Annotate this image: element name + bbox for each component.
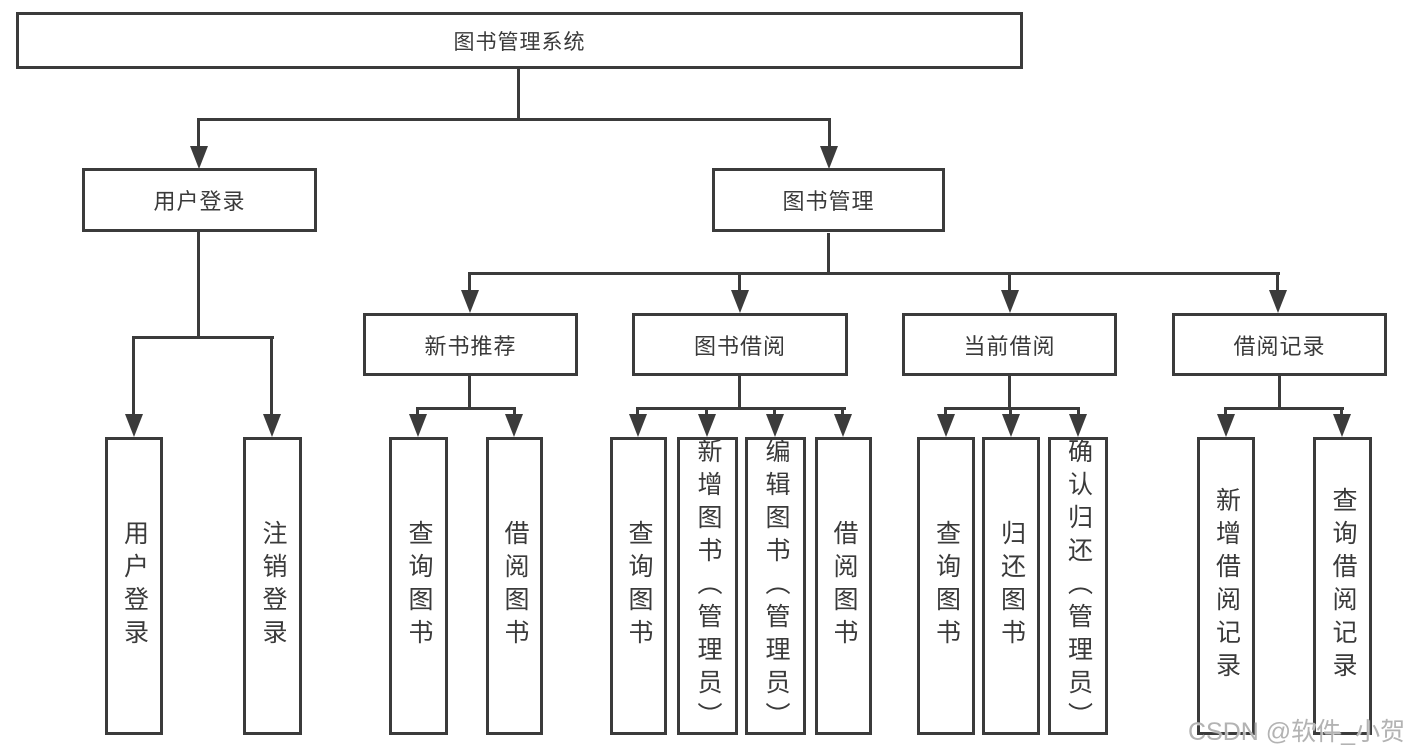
connector-line [513,407,516,416]
connector-line [132,336,135,416]
arrow-down-icon [409,414,427,437]
arrow-down-icon [461,290,479,313]
leaf-return-book: 归还图书 [982,437,1040,735]
arrow-down-icon [629,414,647,437]
connector-line [738,272,741,292]
connector-line [132,336,274,339]
leaf-return-book-label: 归还图书 [997,520,1026,652]
arrow-down-icon [1001,290,1019,313]
node-borrow-records-label: 借阅记录 [1233,333,1326,359]
node-book-borrow-label: 图书借阅 [693,333,786,359]
connector-line [416,407,419,416]
connector-line [827,233,830,275]
leaf-borrow-edit-book: 编辑图书（管理员） [745,437,806,735]
connector-line [270,336,273,416]
connector-line [636,407,846,410]
leaf-newbook-borrow-label: 借阅图书 [501,520,529,652]
arrow-down-icon [125,414,143,437]
leaf-borrow-edit-book-label: 编辑图书（管理员） [762,437,790,735]
connector-line [416,407,516,410]
leaf-query-borrow-record-label: 查询借阅记录 [1329,487,1357,685]
node-book-borrow: 图书借阅 [632,313,848,376]
connector-line [1278,376,1281,410]
connector-line [773,407,776,416]
leaf-borrow-add-book: 新增图书（管理员） [677,437,738,735]
leaf-confirm-return: 确认归还（管理员） [1048,437,1108,735]
connector-line [841,407,844,416]
connector-line [1008,376,1011,410]
arrow-down-icon [834,414,852,437]
connector-line [636,407,639,416]
arrow-down-icon [1333,414,1351,437]
connector-line [944,407,1080,410]
arrow-down-icon [937,414,955,437]
leaf-add-borrow-record-label: 新增借阅记录 [1212,487,1241,685]
leaf-borrow-add-book-label: 新增图书（管理员） [694,437,722,735]
node-current-borrow: 当前借阅 [902,313,1117,376]
connector-line [197,232,200,339]
node-book-management: 图书管理 [712,168,945,232]
arrow-down-icon [263,414,281,437]
connector-line [1008,272,1011,292]
node-root-label: 图书管理系统 [453,30,586,54]
leaf-logout-label: 注销登录 [259,520,287,652]
leaf-newbook-query: 查询图书 [389,437,448,735]
connector-line [705,407,708,416]
leaf-add-borrow-record: 新增借阅记录 [1197,437,1255,735]
arrow-down-icon [190,146,208,169]
leaf-borrow-book-label: 借阅图书 [830,520,858,652]
connector-line [517,69,520,121]
arrow-down-icon [820,146,838,169]
arrow-down-icon [1269,290,1287,313]
node-user-login-label: 用户登录 [153,189,246,214]
watermark: CSDN @软件_小贺同学 [1188,718,1405,746]
arrow-down-icon [505,414,523,437]
node-borrow-records: 借阅记录 [1172,313,1387,376]
arrow-down-icon [766,414,784,437]
connector-line [1276,272,1279,292]
connector-line [197,118,831,121]
leaf-current-query-label: 查询图书 [932,520,961,652]
leaf-borrow-query-label: 查询图书 [625,520,653,652]
node-new-book-recommend: 新书推荐 [363,313,578,376]
node-new-book-recommend-label: 新书推荐 [424,333,517,359]
connector-line [944,407,947,416]
connector-line [828,118,831,148]
connector-line [1009,407,1012,416]
arrow-down-icon [698,414,716,437]
connector-line [468,272,471,292]
leaf-borrow-book: 借阅图书 [815,437,872,735]
connector-line [468,272,1280,275]
arrow-down-icon [731,290,749,313]
node-book-management-label: 图书管理 [782,189,875,214]
node-root: 图书管理系统 [16,12,1023,69]
leaf-logout: 注销登录 [243,437,302,735]
connector-line [1077,407,1080,416]
arrow-down-icon [1217,414,1235,437]
arrow-down-icon [1069,414,1087,437]
connector-line [1224,407,1227,416]
leaf-user-login: 用户登录 [105,437,163,735]
connector-line [1340,407,1343,416]
node-user-login: 用户登录 [82,168,317,232]
connector-line [738,376,741,410]
leaf-query-borrow-record: 查询借阅记录 [1313,437,1372,735]
connector-line [197,118,200,148]
connector-line [468,374,471,410]
leaf-newbook-query-label: 查询图书 [405,520,433,652]
connector-line [1224,407,1344,410]
leaf-confirm-return-label: 确认归还（管理员） [1064,437,1093,735]
leaf-current-query: 查询图书 [917,437,975,735]
arrow-down-icon [1002,414,1020,437]
leaf-newbook-borrow: 借阅图书 [486,437,543,735]
leaf-user-login-label: 用户登录 [120,520,149,652]
leaf-borrow-query: 查询图书 [610,437,667,735]
node-current-borrow-label: 当前借阅 [963,333,1056,359]
